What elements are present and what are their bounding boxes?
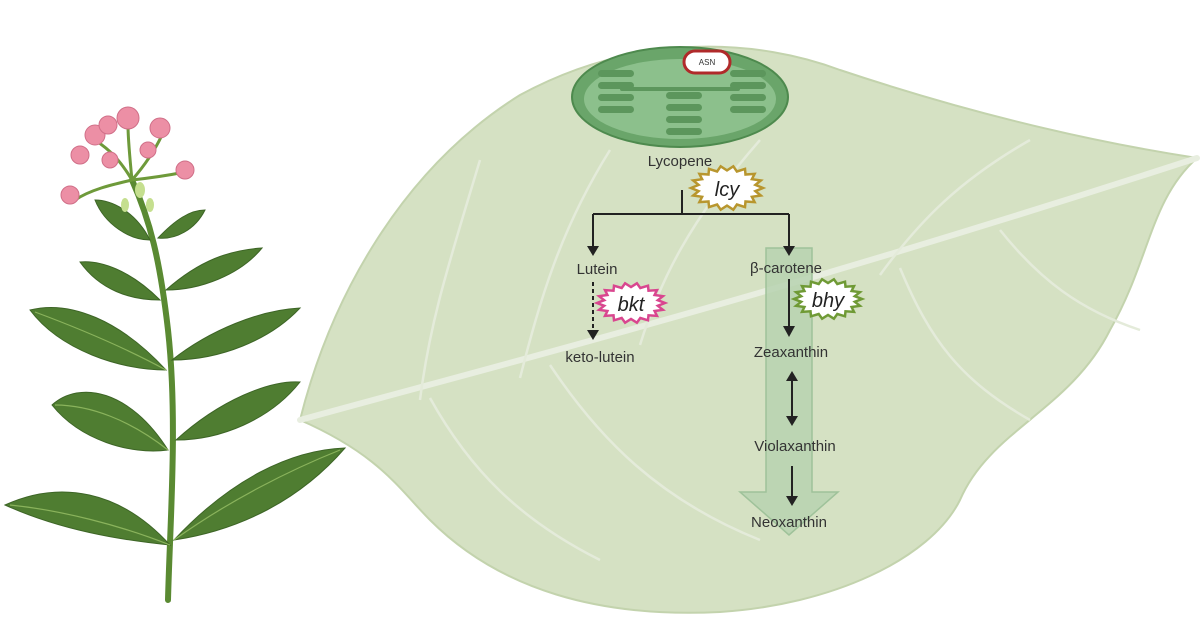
lutein-label: Lutein [577,261,618,278]
flower-cluster [60,106,195,212]
lycopene-label: Lycopene [648,153,713,170]
asn-badge [682,49,732,75]
violaxanthin-label: Violaxanthin [754,438,835,455]
keto-lutein-label: keto-lutein [565,349,634,366]
tobacco-plant [3,106,347,603]
enzyme-bhy-label: bhy [812,290,845,312]
beta-carotene-label: β-carotene [750,260,822,277]
chloroplast: ASN [571,46,789,148]
arrow-to-beta-carotene [783,246,795,256]
enzyme-lcy-badge: lcy [687,164,767,212]
arrow-to-neoxanthin [786,496,798,506]
arrow-to-lutein [587,246,599,256]
arrow-down-to-violaxanthin [786,416,798,426]
arrow-up-to-zeaxanthin [786,371,798,381]
enzyme-bhy-badge: bhy [790,277,866,321]
neoxanthin-label: Neoxanthin [751,514,827,531]
leaf-background [297,45,1200,614]
plant-leaves [3,199,347,546]
arrow-to-keto-lutein [587,330,599,340]
enzyme-bkt-badge: bkt [593,281,669,325]
branch-connectors [592,190,790,248]
arrow-to-zeaxanthin [783,326,795,337]
asn-badge-label: ASN [699,58,716,67]
enzyme-bkt-label: bkt [618,294,646,316]
enzyme-lcy-label: lcy [715,179,740,201]
zeaxanthin-label: Zeaxanthin [754,344,828,361]
